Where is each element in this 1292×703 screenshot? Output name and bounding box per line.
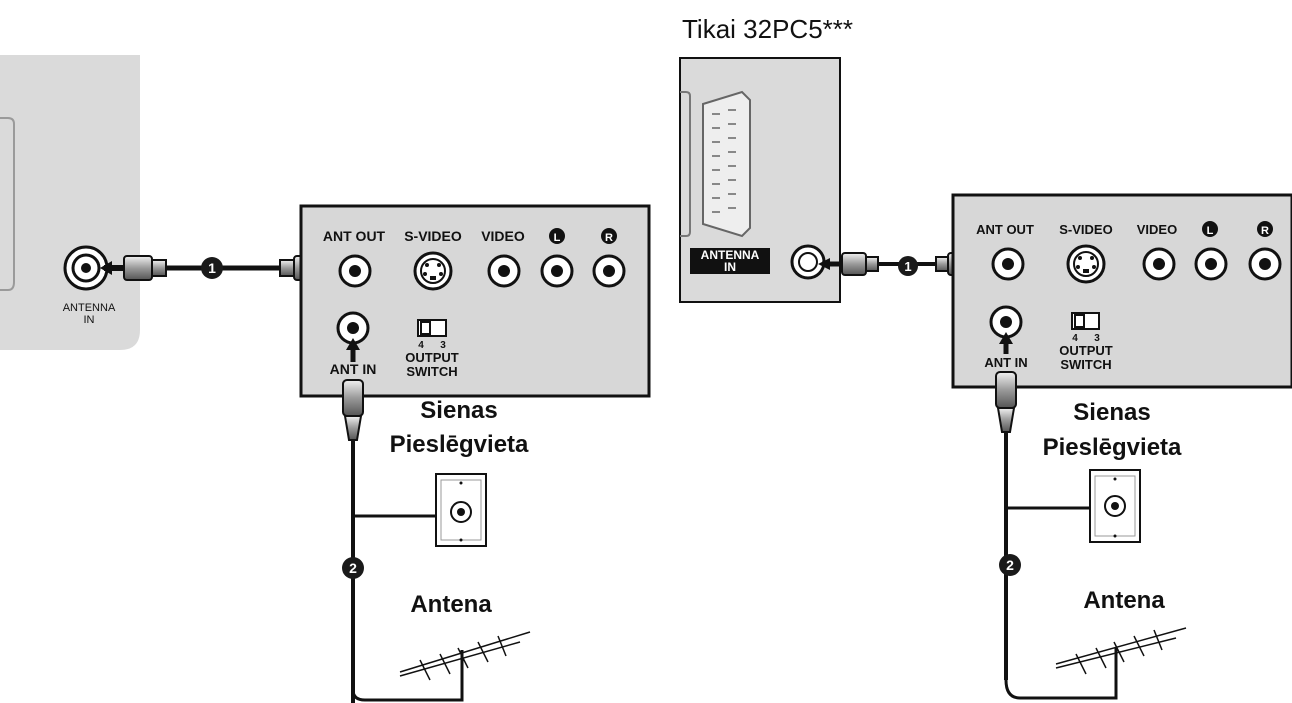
switch-pos-3: 3 xyxy=(440,340,446,351)
step-1-badge-right xyxy=(898,256,918,276)
tv-antenna-in-label: ANTENNA xyxy=(63,302,116,314)
audio-r-icon-right: R xyxy=(1257,221,1273,237)
output-switch-label-right: OUTPUT xyxy=(1059,343,1113,358)
output-switch-label-right-2: SWITCH xyxy=(1060,357,1111,372)
svg-text:L: L xyxy=(1207,225,1214,237)
vcr-ant-in-label: ANT IN xyxy=(330,361,377,377)
vcr-s-video-label: S-VIDEO xyxy=(404,228,462,244)
vcr-video-label-right: VIDEO xyxy=(1137,222,1177,237)
step-2-number-right: 2 xyxy=(1006,557,1014,573)
tv-panel-left: ANTENNA IN xyxy=(0,55,140,350)
output-switch-label: OUTPUT xyxy=(405,350,459,365)
step-1-badge xyxy=(201,257,223,279)
left-diagram: ANTENNA IN 1 ANT OUT S-VIDEO VIDEO L xyxy=(0,55,651,703)
right-diagram: ANTENNA IN 1 ANT OUT S-VID xyxy=(679,57,1292,700)
tv-antenna-in-port-right xyxy=(790,244,826,280)
audio-l-icon: L xyxy=(549,228,565,244)
audio-l-icon-right: L xyxy=(1202,221,1218,237)
wall-outlet-label-2: Pieslēgvieta xyxy=(390,431,529,458)
vcr-panel-left: ANT OUT S-VIDEO VIDEO L R xyxy=(299,204,651,398)
output-switch-icon-right xyxy=(1071,312,1100,330)
step-1-number: 1 xyxy=(208,260,216,276)
step-1-number-right: 1 xyxy=(904,259,911,274)
vcr-video-port xyxy=(487,254,521,288)
wall-outlet-icon-right xyxy=(1089,469,1141,543)
svg-text:R: R xyxy=(605,232,613,244)
vcr-audio-r-port xyxy=(592,254,626,288)
vcr-s-video-label-right: S-VIDEO xyxy=(1059,222,1112,237)
tv-antenna-in-badge: ANTENNA IN xyxy=(690,248,770,274)
vcr-audio-l-port-right xyxy=(1194,247,1228,281)
tv-antenna-in-label-2: IN xyxy=(84,314,95,326)
output-switch-icon xyxy=(417,319,447,337)
antenna-icon-right xyxy=(1055,627,1187,698)
vcr-ant-in-port-right xyxy=(989,305,1023,339)
svg-text:R: R xyxy=(1261,225,1269,237)
vcr-s-video-port xyxy=(413,251,453,291)
vcr-ant-out-port-right xyxy=(991,247,1025,281)
cable-step-2-left: 2 xyxy=(342,338,464,703)
vcr-audio-l-port xyxy=(540,254,574,288)
vcr-ant-out-port xyxy=(338,254,372,288)
switch-pos-3-right: 3 xyxy=(1094,333,1100,344)
svg-text:ANTENNA: ANTENNA xyxy=(701,248,760,262)
cable-step-2-right: 2 xyxy=(995,332,1118,700)
vcr-audio-r-port-right xyxy=(1248,247,1282,281)
vcr-ant-in-port xyxy=(336,311,370,345)
vcr-video-label: VIDEO xyxy=(481,228,525,244)
audio-r-icon: R xyxy=(601,228,617,244)
svg-text:L: L xyxy=(554,232,561,244)
vcr-video-port-right xyxy=(1142,247,1176,281)
switch-pos-4: 4 xyxy=(418,340,424,351)
vcr-s-video-port-right xyxy=(1066,244,1106,284)
antenna-icon xyxy=(399,631,531,700)
antenna-label-right: Antena xyxy=(1083,587,1165,614)
tv-panel-right: ANTENNA IN xyxy=(679,57,841,303)
wall-outlet-label-right: Sienas xyxy=(1073,399,1150,426)
model-note: Tikai 32PC5*** xyxy=(682,14,853,44)
output-switch-label-2: SWITCH xyxy=(406,364,457,379)
scart-connector-icon xyxy=(702,90,751,238)
antenna-label: Antena xyxy=(410,591,492,618)
switch-pos-4-right: 4 xyxy=(1072,333,1078,344)
vcr-ant-in-label-right: ANT IN xyxy=(984,355,1027,370)
wall-outlet-label: Sienas xyxy=(420,397,497,424)
vcr-ant-out-label: ANT OUT xyxy=(323,228,386,244)
step-2-badge xyxy=(342,557,364,579)
step-2-badge-right xyxy=(999,554,1021,576)
vcr-ant-out-label-right: ANT OUT xyxy=(976,222,1034,237)
svg-text:IN: IN xyxy=(724,260,736,274)
step-2-number: 2 xyxy=(349,560,357,576)
wall-outlet-label-right-2: Pieslēgvieta xyxy=(1043,434,1182,461)
vcr-panel-right: ANT OUT S-VIDEO VIDEO L R xyxy=(951,193,1292,389)
wall-outlet-icon xyxy=(435,473,487,547)
